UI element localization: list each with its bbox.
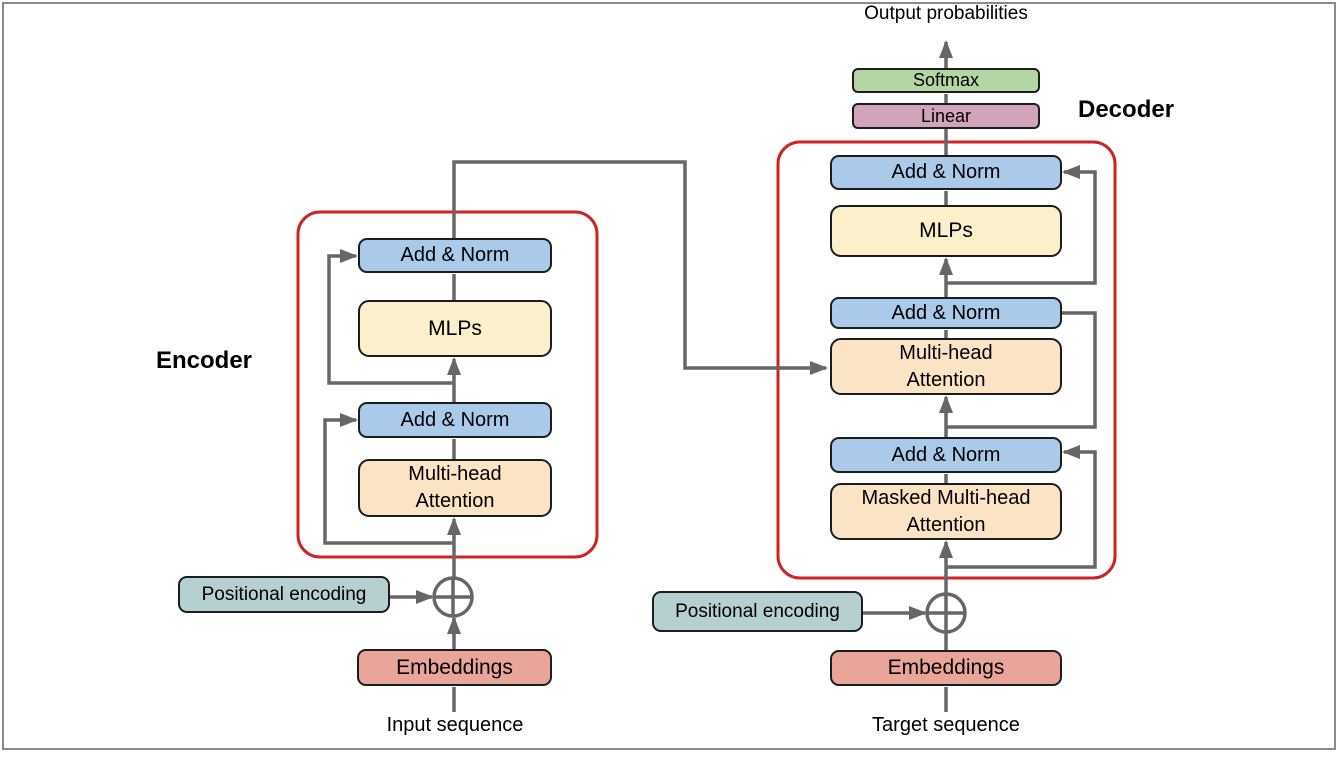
residual-masked-attention-bypass	[946, 445, 1097, 569]
plus-circle-icon-encoder	[432, 576, 474, 618]
residual-mlps-bypass	[327, 249, 454, 385]
decoder-add-norm-bottom-block: Add & Norm	[830, 437, 1062, 473]
plus-circle-icon-decoder	[925, 592, 967, 634]
encoder-multi-head-attention-block: Multi-head Attention	[358, 459, 552, 517]
encoder-connectors	[323, 160, 828, 712]
encoder-section-label: Encoder	[156, 347, 253, 374]
encoder-embeddings-block: Embeddings	[357, 649, 552, 686]
decoder-add-norm-top-block: Add & Norm	[830, 155, 1062, 190]
decoder-add-norm-middle-block: Add & Norm	[830, 297, 1062, 329]
decoder-connectors	[863, 40, 1097, 712]
residual-attention-bypass	[323, 413, 454, 545]
decoder-mlps-block: MLPs	[830, 205, 1062, 257]
encoder-positional-encoding-block: Positional encoding	[178, 576, 390, 613]
decoder-masked-multi-head-attention-block: Masked Multi-head Attention	[830, 483, 1062, 540]
output-probabilities-label: Output probabilities	[864, 3, 1028, 24]
encoder-mlps-block: MLPs	[358, 300, 552, 357]
encoder-add-norm-upper-block: Add & Norm	[358, 238, 552, 273]
target-sequence-label: Target sequence	[872, 714, 1020, 736]
decoder-multi-head-attention-block: Multi-head Attention	[830, 338, 1062, 395]
residual-mlps-bypass	[946, 165, 1097, 285]
softmax-block: Softmax	[852, 68, 1040, 93]
encoder-group-outline	[296, 210, 599, 559]
decoder-section-label: Decoder	[1078, 96, 1175, 123]
encoder-add-norm-lower-block: Add & Norm	[358, 402, 552, 438]
decoder-embeddings-block: Embeddings	[830, 650, 1062, 686]
decoder-positional-encoding-block: Positional encoding	[652, 591, 863, 632]
linear-block: Linear	[852, 103, 1040, 129]
residual-cross-attention-bypass	[946, 311, 1097, 429]
arrow-encoder-to-decoder	[452, 160, 828, 375]
input-sequence-label: Input sequence	[386, 714, 524, 736]
